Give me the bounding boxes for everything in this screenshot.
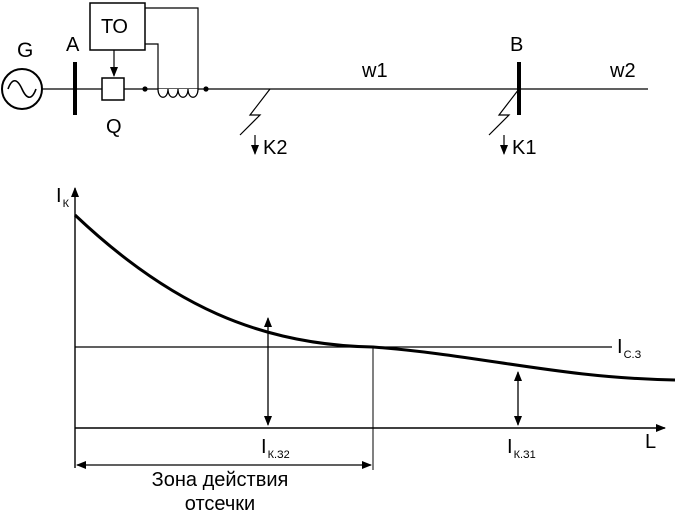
setting-current-label: IС.З	[617, 336, 642, 361]
line1-label: w1	[362, 60, 388, 82]
fault-current-curve	[73, 213, 675, 382]
relay-label: ТО	[101, 16, 128, 38]
fault1-current-label: IК.З1	[507, 436, 536, 461]
zone-caption-line2: отсечки	[184, 493, 256, 515]
fault-k2-symbol	[239, 88, 271, 155]
breaker-q	[101, 77, 125, 101]
zone-caption-line1: Зона действия	[151, 469, 289, 491]
generator-symbol	[1, 68, 43, 110]
line2-label: w2	[610, 60, 636, 82]
zone-caption: Зона действия отсечки	[110, 468, 330, 516]
generator-label: G	[17, 39, 34, 62]
fault2-current-label: IК.З2	[261, 436, 290, 461]
fault2-label: K2	[263, 137, 288, 159]
fault-k1-symbol	[488, 88, 520, 155]
relay-to-box	[89, 2, 146, 51]
current-transformer	[142, 86, 209, 98]
relay-wire-left	[145, 43, 159, 89]
relay-wire-right	[145, 7, 199, 89]
bus-b-label: B	[510, 34, 524, 56]
breaker-label: Q	[106, 116, 122, 138]
bus-a-label: A	[66, 34, 80, 56]
x-axis-label: L	[645, 431, 657, 453]
fault1-label: K1	[512, 137, 537, 159]
y-axis-label: IК	[56, 185, 69, 210]
